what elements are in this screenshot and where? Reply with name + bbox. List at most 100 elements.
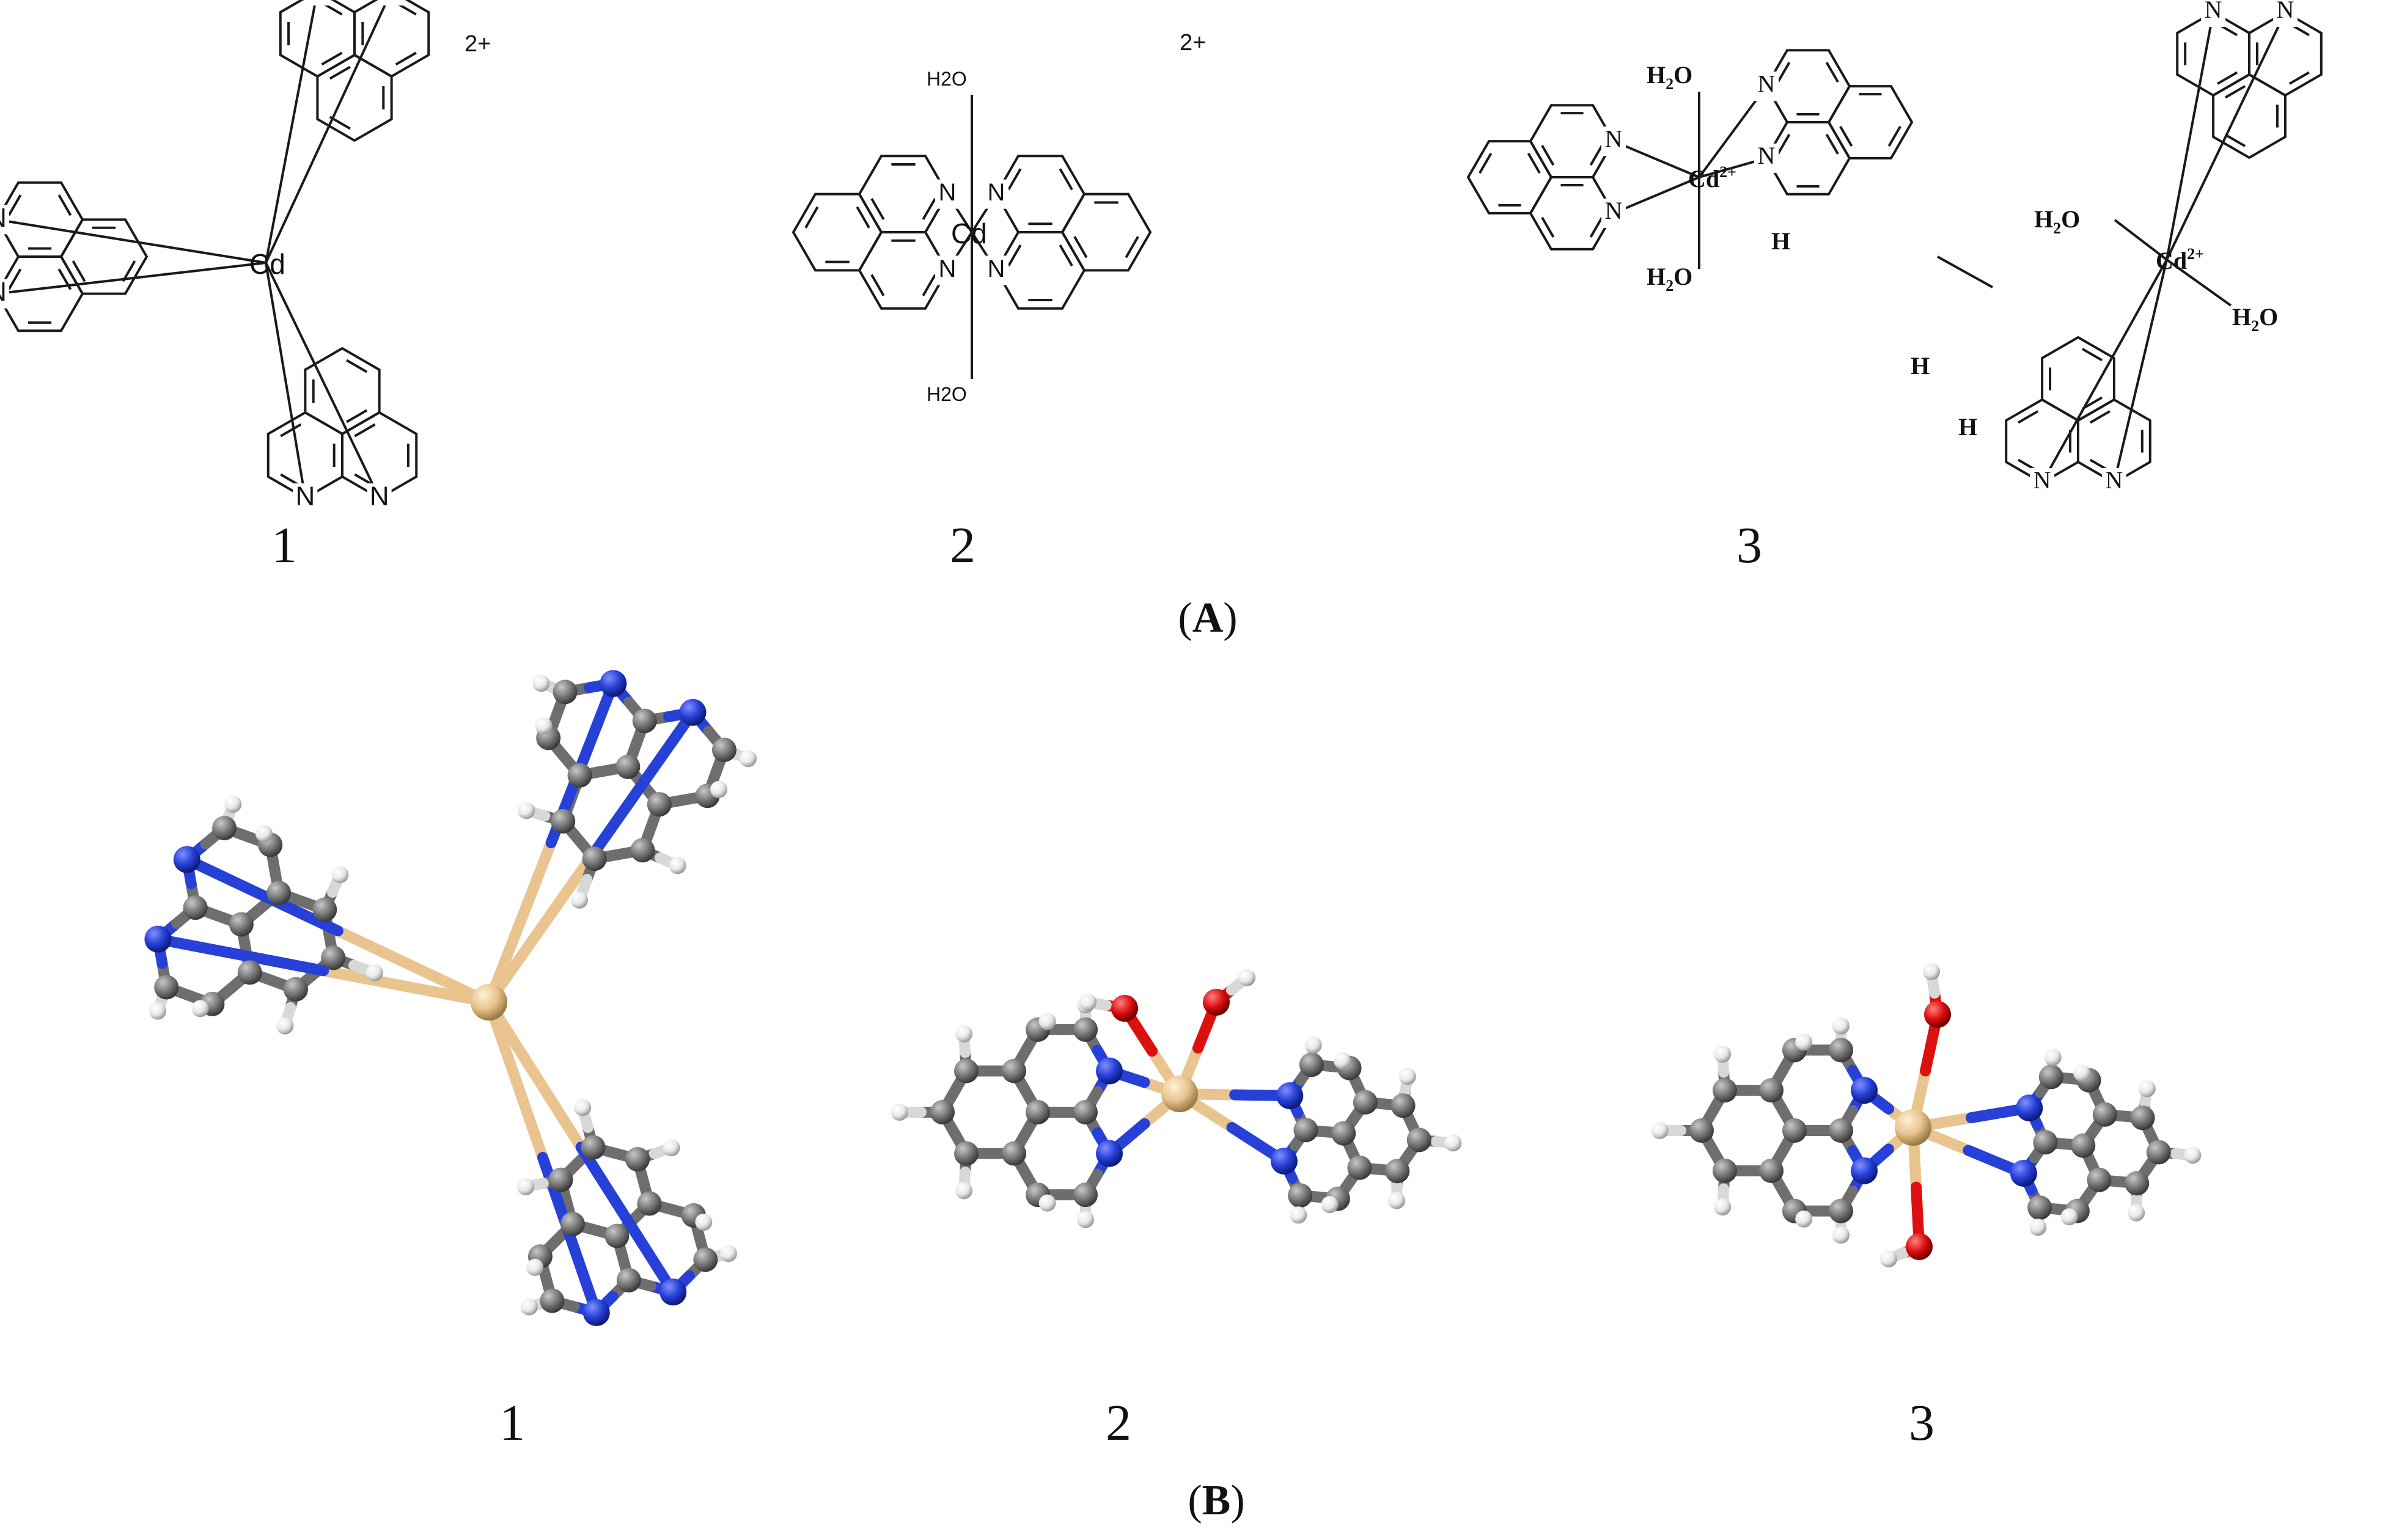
label-mask — [935, 255, 960, 285]
hydrogen-atom — [663, 1139, 680, 1157]
hydrogen-atom — [669, 857, 686, 875]
hydrogen-atom — [2184, 1146, 2202, 1164]
coordination-bond — [265, 0, 317, 263]
double-bond — [922, 274, 936, 296]
label-mask — [1754, 72, 1779, 101]
structure-3-water-3: H2O — [2034, 205, 2080, 237]
carbon-atom — [616, 1267, 641, 1292]
hydrogen-atom — [535, 717, 553, 735]
carbon-atom — [632, 708, 657, 733]
hydrogen-atom — [1795, 1210, 1813, 1228]
coordination-bond — [1613, 176, 1700, 215]
hydrogen-atom — [532, 675, 550, 692]
carbon-atom — [582, 846, 607, 871]
hydrogen-atom — [191, 1000, 209, 1018]
carbon-atom — [637, 1191, 662, 1216]
label-mask — [935, 179, 960, 209]
phen-ring-pyridine — [1529, 104, 1615, 178]
hydrogen-atom — [1290, 1206, 1307, 1224]
phen-ring-pyridine — [1765, 49, 1851, 123]
structure-3-ch2-hydrogen-2: H — [1958, 413, 1977, 441]
nitrogen-atom-label: N — [1758, 70, 1776, 97]
carbon-atom — [1829, 1038, 1853, 1063]
hydrogen-atom — [2044, 1049, 2062, 1066]
panel-b-label: (B) — [1188, 1477, 1244, 1524]
double-bond — [1059, 244, 1073, 267]
coordination-bond — [2112, 259, 2168, 483]
double-bond — [1125, 236, 1139, 258]
phen-ring-pyridine — [858, 231, 949, 310]
hydrogen-atom — [331, 866, 349, 884]
carbon-atom — [312, 897, 337, 922]
coordination-bond — [2166, 12, 2215, 260]
cadmium-atom — [471, 984, 507, 1021]
model-2-ball-and-stick — [891, 969, 1462, 1228]
nitrogen-atom-label: N — [0, 277, 7, 307]
carbon-atom — [560, 1212, 585, 1237]
carbon-atom — [1713, 1158, 1737, 1183]
carbon-atom — [1713, 1078, 1737, 1103]
double-bond — [2089, 410, 2111, 424]
carbon-atom — [2038, 1065, 2063, 1090]
carbon-atom — [2087, 1167, 2112, 1192]
hydrogen-atom — [276, 1017, 294, 1035]
hydrogen-atom — [1444, 1134, 1462, 1152]
structure-2-water-bottom: H2O — [927, 383, 967, 405]
structure-3-water-2: H2O — [1647, 263, 1692, 295]
hydrogen-atom — [1398, 1068, 1416, 1085]
label-mask — [1601, 127, 1626, 156]
carbon-atom — [711, 738, 737, 763]
carbon-atom — [1299, 1052, 1324, 1077]
double-bond — [280, 423, 302, 438]
phen-ring-center — [1060, 193, 1152, 272]
nitrogen-atom — [679, 698, 707, 726]
hydrogen-atom — [1880, 1250, 1897, 1267]
phen-ring-pyridine — [1529, 176, 1615, 251]
carbon-atom — [2071, 1133, 2096, 1158]
nitrogen-atom — [1851, 1157, 1878, 1184]
double-bond — [1777, 133, 1791, 155]
double-bond — [395, 51, 417, 66]
phen-ring-pyridine — [279, 0, 356, 78]
carbon-atom — [1331, 1121, 1356, 1146]
nitrogen-atom-label: N — [1605, 125, 1623, 152]
carbon-atom — [615, 754, 641, 779]
hydrogen-atom — [1321, 1196, 1339, 1214]
coordination-bond — [2166, 12, 2287, 260]
hydrogen-atom — [1795, 1033, 1813, 1051]
double-bond — [354, 423, 376, 438]
nitrogen-atom — [1096, 1057, 1123, 1085]
double-bond — [856, 206, 870, 229]
nitrogen-atom-label: N — [2276, 0, 2294, 23]
label-mask — [984, 255, 1008, 285]
hydrogen-atom — [2128, 1204, 2145, 1222]
oxygen-atom — [1111, 995, 1138, 1022]
nitrogen-atom — [2010, 1159, 2037, 1187]
double-bond — [346, 359, 368, 373]
hydrogen-atom — [719, 1245, 737, 1263]
double-bond — [329, 65, 351, 80]
coordination-bond — [1698, 85, 1768, 178]
hydrogen-atom — [366, 964, 383, 981]
structure-1-charge: 2+ — [465, 31, 491, 57]
structure-3-metal-right: Cd2+ — [2156, 245, 2204, 274]
nitrogen-atom — [173, 846, 200, 873]
structure-1-metal: Cd — [249, 248, 285, 280]
hydrogen-atom — [1038, 1194, 1056, 1212]
nitrogen-atom-label: N — [382, 0, 402, 4]
phen-ring-center — [792, 193, 883, 272]
double-bond — [1007, 168, 1022, 191]
double-bond — [2081, 348, 2103, 362]
double-bond — [2288, 71, 2310, 85]
hydrogen-atom — [1832, 1226, 1850, 1244]
carbon-atom — [183, 895, 208, 920]
hydrogen-atom — [1079, 994, 1097, 1011]
hydrogen-atom — [2073, 1064, 2091, 1082]
model-3-number: 3 — [1909, 1395, 1934, 1451]
double-bond — [1589, 216, 1603, 238]
carbon-atom — [693, 1247, 718, 1272]
carbon-atom — [1406, 1128, 1431, 1153]
double-bond — [1007, 244, 1022, 267]
bond-stick — [585, 706, 699, 863]
label-mask — [379, 0, 404, 6]
